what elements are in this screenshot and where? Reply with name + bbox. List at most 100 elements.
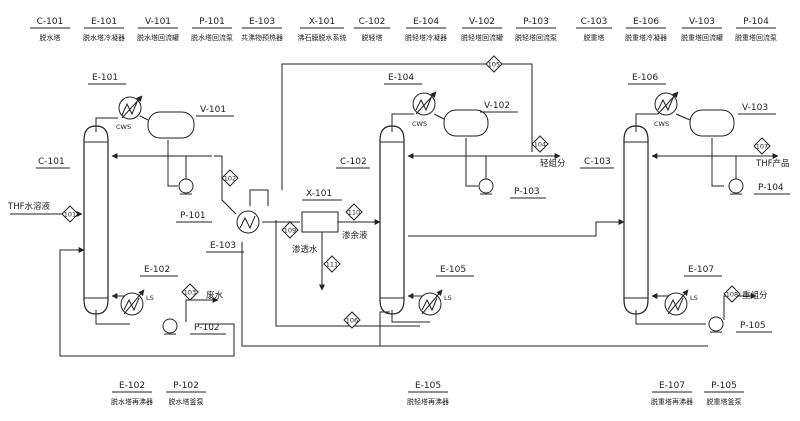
legend-header-item: E-104 脱轻塔冷凝器: [405, 17, 447, 42]
legend-tag: E-101: [91, 17, 117, 27]
label-p101: P-101: [180, 211, 206, 221]
legend-tag: V-103: [689, 17, 715, 27]
legend-header-item: C-102 脱轻塔: [354, 17, 390, 42]
label-e107: E-107: [688, 265, 714, 275]
legend-desc: 脱轻塔冷凝器: [405, 33, 447, 42]
condenser-e101: CWS: [116, 95, 143, 131]
legend-header-item: V-102 脱轻塔回流罐: [461, 17, 503, 42]
label-e105: E-105: [440, 265, 466, 275]
legend-desc: 沸石膜脱水系统: [298, 33, 347, 42]
legend-desc: 脱重塔: [584, 33, 605, 42]
condenser-e106: CWS: [654, 91, 679, 128]
label-e101: E-101: [92, 73, 118, 83]
stream-marker-103: 103: [181, 283, 199, 301]
legend-tag: P-104: [743, 17, 769, 27]
heavy-label: 重组分: [742, 290, 768, 301]
legend-tag: C-101: [37, 17, 64, 27]
legend-header-item: P-101 脱水塔回流泵: [191, 17, 233, 42]
legend-tag: E-107: [659, 381, 685, 391]
legend-tag: P-103: [523, 17, 549, 27]
column-c101: [83, 125, 109, 315]
label-v103: V-103: [742, 103, 768, 113]
pump-p102: [162, 318, 178, 335]
light-label: 轻组分: [540, 158, 566, 169]
label-ls-2: LS: [444, 294, 452, 302]
legend-header-item: V-103 脱重塔回流罐: [681, 17, 723, 42]
column-c103: [623, 125, 649, 315]
reboiler-e107: LS: [664, 289, 698, 316]
legend-header-item: P-103 脱轻塔回流泵: [515, 17, 557, 42]
retentate-label: 渗余液: [342, 230, 368, 241]
reboiler-e105: LS: [418, 289, 452, 316]
membrane-x101: [301, 211, 339, 233]
label-cws-3: CWS: [654, 120, 669, 128]
stream-marker-106: 106: [343, 311, 361, 329]
label-x101: X-101: [306, 189, 332, 199]
legend-desc: 脱水塔再沸器: [111, 397, 153, 406]
stream-marker-109: 109: [281, 221, 299, 239]
stream-marker-104: 104: [531, 135, 549, 153]
legend-tag: P-101: [199, 17, 225, 27]
legend-desc: 共沸物预热器: [241, 33, 283, 42]
legend-desc: 脱水塔釜泵: [169, 397, 204, 406]
stream-marker-108: 108: [723, 285, 741, 303]
svg-text:110: 110: [348, 209, 360, 217]
legend-tag: P-105: [711, 381, 737, 391]
legend-desc: 脱水塔: [40, 33, 61, 42]
pump-p104: [728, 178, 744, 195]
legend-desc: 脱重塔回流泵: [735, 33, 777, 42]
drum-v102: [443, 109, 489, 137]
legend-tag: C-103: [581, 17, 608, 27]
svg-text:105: 105: [488, 61, 500, 69]
legend-desc: 脱重塔回流罐: [681, 33, 723, 42]
svg-text:104: 104: [534, 141, 546, 149]
legend-tag: C-102: [359, 17, 386, 27]
legend-tag: E-102: [119, 381, 145, 391]
legend-header-item: E-101 脱水塔冷凝器: [83, 17, 125, 42]
legend-header-item: C-103 脱重塔: [576, 17, 612, 42]
label-ls-1: LS: [146, 294, 154, 302]
stream-marker-110: 110: [345, 203, 363, 221]
legend-desc: 脱重塔再沸器: [651, 397, 693, 406]
legend-tag: V-101: [145, 17, 171, 27]
feed-label: THF水溶液: [7, 201, 50, 212]
legend-footer-item: E-102 脱水塔再沸器: [111, 381, 153, 406]
product-label: THF产品: [755, 158, 789, 169]
legend-header: C-101 脱水塔 E-101 脱水塔冷凝器 V-101 脱水塔回流罐 P-10…: [30, 17, 777, 42]
legend-footer: E-102 脱水塔再沸器 P-102 脱水塔釜泵 E-105 脱轻塔再沸器 E-…: [111, 381, 744, 406]
legend-tag: E-106: [633, 17, 659, 27]
svg-text:107: 107: [756, 143, 768, 151]
pump-p103: [478, 178, 494, 195]
stream-marker-111: 111: [323, 255, 341, 273]
label-p105: P-105: [740, 321, 766, 331]
legend-header-item: V-101 脱水塔回流罐: [137, 17, 179, 42]
legend-desc: 脱轻塔再沸器: [407, 397, 449, 406]
waste-water-label: 废水: [206, 290, 224, 301]
legend-desc: 脱水塔回流泵: [191, 33, 233, 42]
process-lines: [10, 63, 779, 357]
stream-markers: 101 102 103 104 105 106 107 108: [61, 55, 771, 329]
label-c101: C-101: [38, 157, 65, 167]
stream-marker-102: 102: [221, 169, 239, 187]
legend-desc: 脱水塔回流罐: [137, 33, 179, 42]
permeate-label: 渗透水: [292, 244, 318, 255]
label-e104: E-104: [388, 73, 414, 83]
preheater-e103: [236, 210, 260, 234]
svg-text:111: 111: [326, 261, 338, 269]
stream-marker-101: 101: [61, 205, 79, 223]
legend-header-item: E-106 脱重塔冷凝器: [625, 17, 667, 42]
svg-text:101: 101: [64, 211, 76, 219]
legend-desc: 脱轻塔回流泵: [515, 33, 557, 42]
svg-text:109: 109: [284, 227, 296, 235]
column-c102: [379, 125, 405, 315]
label-e103: E-103: [210, 241, 236, 251]
reboiler-e102: LS: [120, 289, 154, 316]
label-cws-1: CWS: [116, 123, 131, 131]
svg-text:103: 103: [184, 289, 196, 297]
legend-desc: 脱重塔釜泵: [707, 397, 742, 406]
legend-desc: 脱轻塔: [362, 33, 383, 42]
label-e106: E-106: [632, 73, 658, 83]
label-p102: P-102: [194, 323, 220, 333]
drum-v101: [147, 111, 195, 139]
